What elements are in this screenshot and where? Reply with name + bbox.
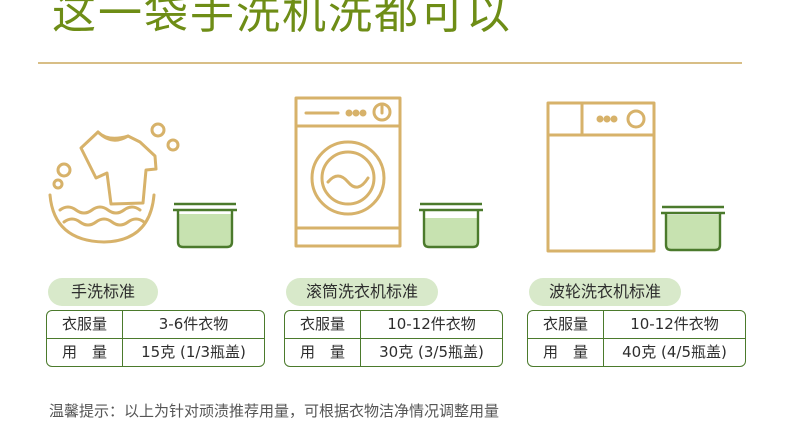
- dosage-label: 用 量: [528, 339, 604, 366]
- clothes-amount-value: 3-6件衣物: [158, 315, 229, 333]
- dosage-value: 40克 (4/5瓶盖): [622, 343, 727, 361]
- hand-washing-basin-icon: [48, 122, 180, 244]
- clothes-amount-label: 衣服量: [47, 311, 123, 338]
- page-title: 这一袋手洗机洗都可以: [52, 0, 512, 39]
- top-load-washing-machine-icon: [546, 101, 656, 253]
- table-row: 衣服量 10-12件衣物: [285, 311, 502, 338]
- clothes-amount-label: 衣服量: [528, 311, 604, 338]
- title-divider: [38, 62, 742, 64]
- clothes-amount-value: 10-12件衣物: [387, 315, 476, 333]
- clothes-amount-value: 10-12件衣物: [630, 315, 719, 333]
- clothes-amount-label: 衣服量: [285, 311, 361, 338]
- tag-front-load: 滚筒洗衣机标准: [286, 278, 438, 306]
- hand-wash-measuring-cup-icon: [173, 202, 237, 249]
- front-load-measuring-cup-icon: [419, 202, 483, 249]
- dosage-table-top-load: 衣服量 10-12件衣物 用 量 40克 (4/5瓶盖): [527, 310, 746, 367]
- top-load-measuring-cup-icon: [661, 205, 725, 252]
- dosage-label: 用 量: [285, 339, 361, 366]
- front-load-washing-machine-icon: [294, 96, 402, 248]
- dosage-table-hand-wash: 衣服量 3-6件衣物 用 量 15克 (1/3瓶盖): [46, 310, 265, 367]
- table-row: 用 量 30克 (3/5瓶盖): [285, 338, 502, 366]
- table-row: 用 量 15克 (1/3瓶盖): [47, 338, 264, 366]
- dosage-label: 用 量: [47, 339, 123, 366]
- tag-hand-wash: 手洗标准: [48, 278, 158, 306]
- usage-tip: 温馨提示：以上为针对顽渍推荐用量，可根据衣物洁净情况调整用量: [49, 402, 500, 420]
- tag-top-load: 波轮洗衣机标准: [529, 278, 681, 306]
- table-row: 用 量 40克 (4/5瓶盖): [528, 338, 745, 366]
- dosage-value: 15克 (1/3瓶盖): [141, 343, 246, 361]
- table-row: 衣服量 3-6件衣物: [47, 311, 264, 338]
- dosage-table-front-load: 衣服量 10-12件衣物 用 量 30克 (3/5瓶盖): [284, 310, 503, 367]
- table-row: 衣服量 10-12件衣物: [528, 311, 745, 338]
- dosage-value: 30克 (3/5瓶盖): [379, 343, 484, 361]
